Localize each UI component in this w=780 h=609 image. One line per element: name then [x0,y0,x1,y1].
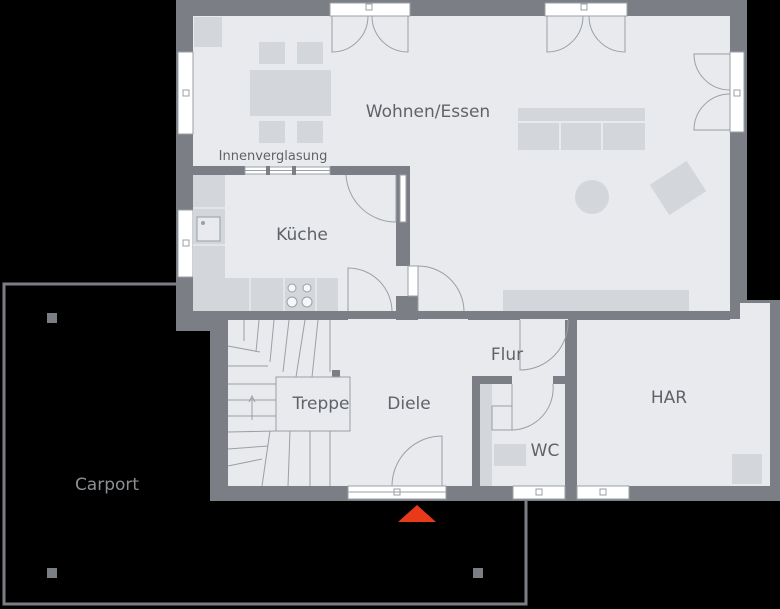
door-swings [331,15,731,487]
wc-cistern-wall [480,384,492,486]
room-label-har: HAR [651,388,687,408]
wash-basin [491,405,513,431]
sideboard [503,290,689,311]
kitchen-counter-bottom [193,278,338,311]
coffee-table [575,180,609,214]
carport-post [47,568,57,578]
entrance-arrow-icon [398,505,436,522]
dining-chair [297,121,323,143]
carport-post [473,568,483,578]
cabinet [194,17,222,47]
room-label-kueche: Küche [276,225,328,245]
cooktop [286,283,313,308]
stair-landing-core [275,376,351,432]
room-label-innenverglasung: Innenverglasung [219,149,328,164]
carport-post [47,313,57,323]
dining-chair [259,42,285,64]
har-floor-extension [740,303,770,323]
wc-fixtures [480,384,526,486]
room-label-treppe: Treppe [291,394,349,414]
har-unit [732,454,762,484]
floors [193,16,770,486]
window-mullions [182,3,741,496]
toilet [494,444,526,466]
room-label-flur: Flur [491,345,523,365]
room-label-wohnen: Wohnen/Essen [366,102,490,122]
room-label-carport: Carport [75,475,139,495]
armchair [649,160,707,216]
dining-chair [259,121,285,143]
door-leaves [399,174,419,297]
sink [196,216,221,242]
dining-set [194,17,331,143]
living-floor [193,16,730,311]
innenverglasung-glass [244,166,331,175]
dining-table [250,70,331,116]
room-label-wc: WC [531,441,560,461]
room-label-diele: Diele [387,394,430,414]
living-set [503,108,707,311]
sofa [518,108,645,150]
dining-chair [297,42,323,64]
staircase [227,319,351,487]
kitchen-furniture [193,175,338,311]
